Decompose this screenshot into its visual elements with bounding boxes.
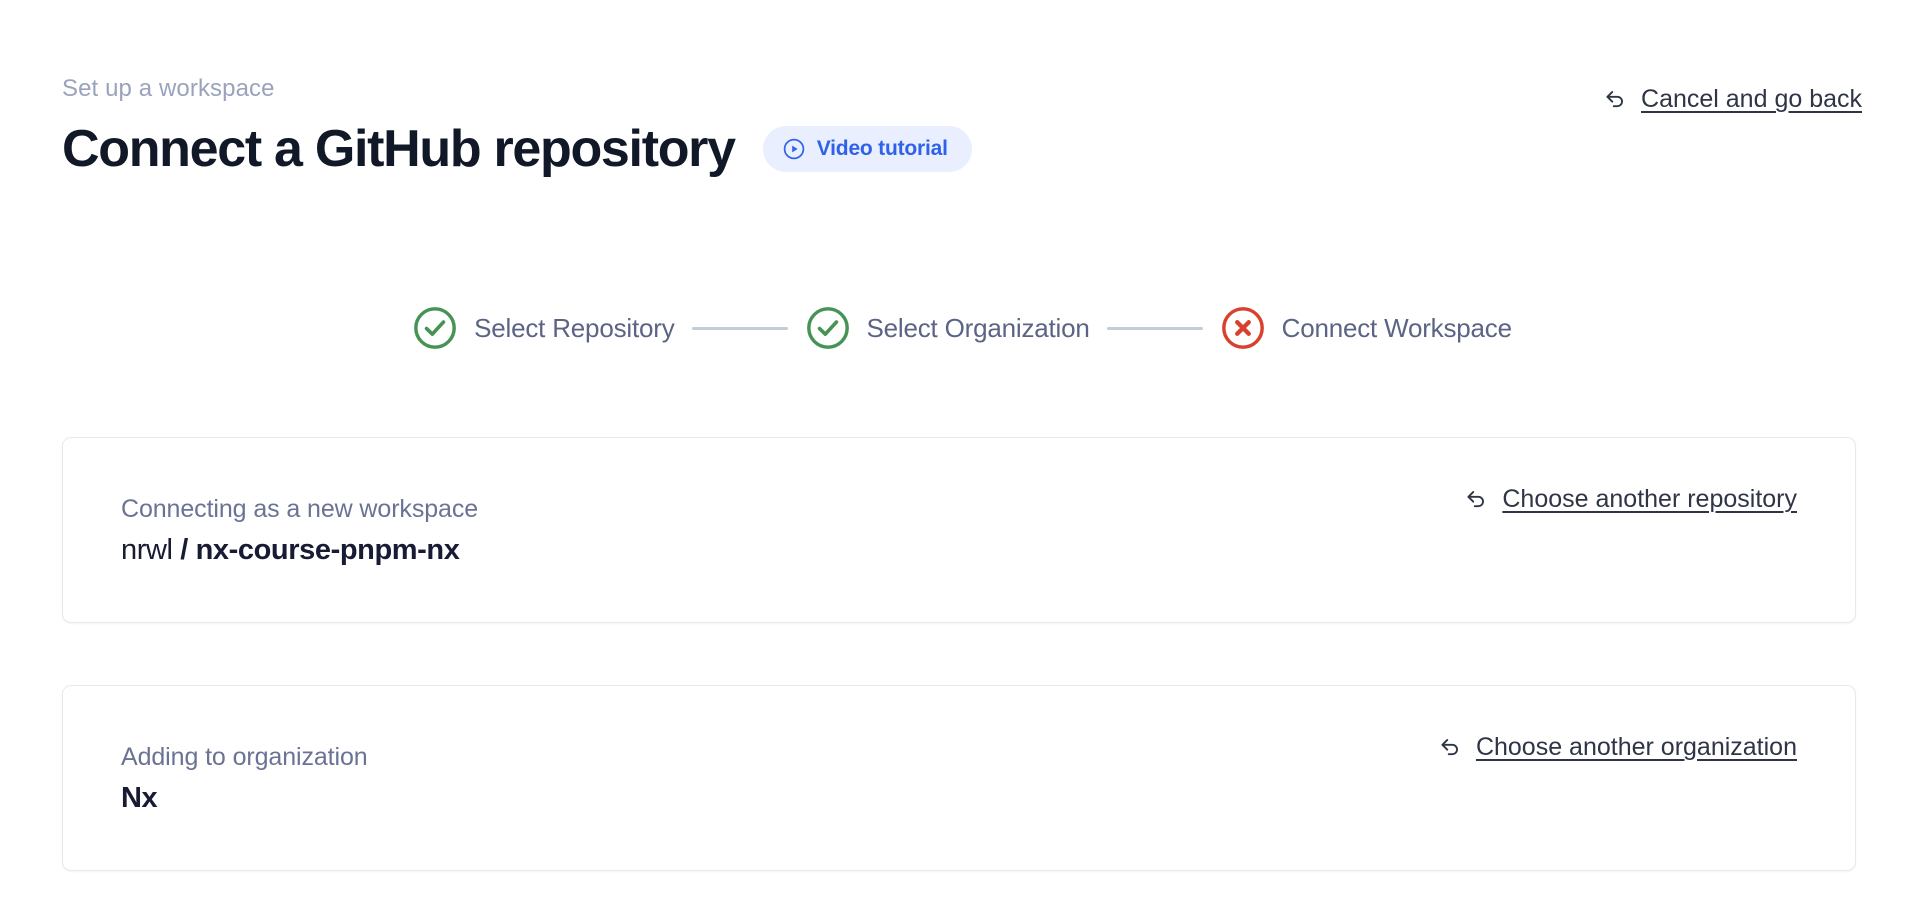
- repository-name: nx-course-pnpm-nx: [195, 533, 460, 566]
- step-select-repository[interactable]: Select Repository: [412, 305, 675, 351]
- video-tutorial-button[interactable]: Video tutorial: [762, 126, 972, 172]
- page-header: Set up a workspace Connect a GitHub repo…: [62, 74, 1862, 204]
- back-arrow-icon: [1463, 486, 1489, 512]
- choose-another-repository-label: Choose another repository: [1502, 485, 1797, 513]
- x-circle-icon: [1220, 305, 1266, 351]
- step-label-select-repository: Select Repository: [474, 313, 675, 343]
- progress-stepper: Select Repository Select Organization Co…: [0, 305, 1924, 351]
- repository-separator: /: [180, 533, 188, 566]
- step-label-connect-workspace: Connect Workspace: [1281, 313, 1512, 343]
- video-tutorial-label: Video tutorial: [816, 137, 948, 160]
- repository-card-text: Connecting as a new workspace nrwl / nx-…: [121, 494, 478, 567]
- organization-card-label: Adding to organization: [121, 742, 368, 771]
- play-circle-icon: [782, 137, 806, 161]
- step-connect-workspace[interactable]: Connect Workspace: [1220, 305, 1512, 351]
- choose-another-repository-link[interactable]: Choose another repository: [1463, 484, 1797, 514]
- repository-card-label: Connecting as a new workspace: [121, 494, 479, 523]
- breadcrumb: Set up a workspace: [62, 75, 275, 102]
- title-row: Connect a GitHub repository Video tutori…: [62, 118, 1862, 180]
- organization-card: Adding to organization Nx Choose another…: [62, 685, 1856, 871]
- check-circle-icon: [805, 305, 851, 351]
- repository-card-value: nrwl / nx-course-pnpm-nx: [121, 533, 478, 567]
- choose-another-organization-label: Choose another organization: [1475, 733, 1797, 761]
- cancel-and-go-back-link[interactable]: Cancel and go back: [1602, 84, 1862, 114]
- check-circle-icon: [412, 305, 458, 351]
- organization-card-text: Adding to organization Nx: [121, 742, 368, 815]
- step-select-organization[interactable]: Select Organization: [805, 305, 1090, 351]
- back-arrow-icon: [1602, 86, 1628, 112]
- organization-name: Nx: [121, 781, 158, 814]
- choose-another-organization-link[interactable]: Choose another organization: [1437, 732, 1797, 762]
- back-arrow-icon: [1437, 734, 1463, 760]
- step-label-select-organization: Select Organization: [866, 313, 1090, 343]
- step-connector-2: [1106, 326, 1203, 330]
- repository-owner: nrwl: [121, 533, 173, 566]
- cancel-and-go-back-label: Cancel and go back: [1641, 85, 1862, 113]
- step-connector-1: [691, 326, 788, 330]
- page-title: Connect a GitHub repository: [62, 120, 736, 178]
- repository-card: Connecting as a new workspace nrwl / nx-…: [62, 437, 1856, 623]
